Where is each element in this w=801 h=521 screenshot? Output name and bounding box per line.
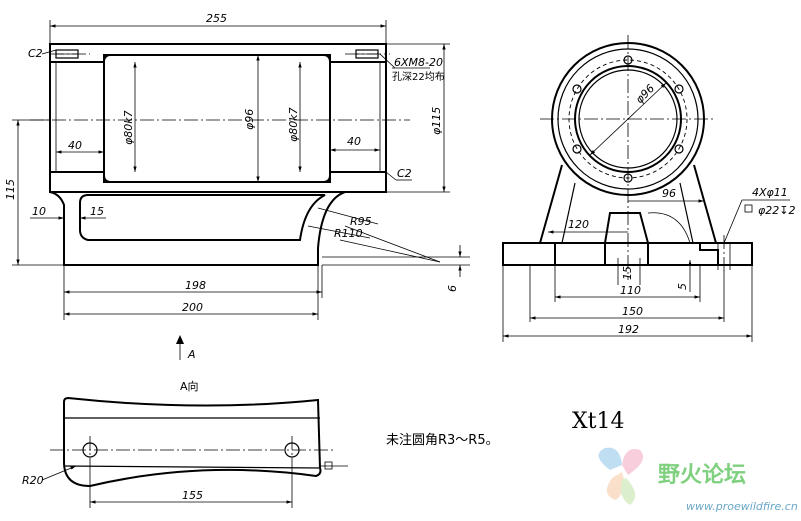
drawing-code: Xt14 <box>572 409 625 434</box>
dim-overall-length: 255 <box>206 12 227 25</box>
bore-center-dia: φ96 <box>243 109 256 130</box>
front-cylinder-outline <box>49 43 387 193</box>
chamfer-right-label: C2 <box>397 167 412 180</box>
side-dim-5: 5 <box>676 283 689 290</box>
base-198: 198 <box>185 279 206 292</box>
wall-15: 15 <box>90 205 104 218</box>
bore-right-dia: φ80k7 <box>287 107 300 142</box>
front-body-cavity <box>79 194 326 241</box>
side-dim-15: 15 <box>621 266 634 280</box>
seat-right-length: 40 <box>347 135 361 148</box>
side-hole-note-1: 4Xφ11 <box>752 186 788 199</box>
front-view: 255 C2 6XM8-20 孔深22均布 C2 φ80k7 φ96 φ80k7… <box>4 12 470 320</box>
front-body-section <box>49 171 387 266</box>
base-200: 200 <box>182 301 203 314</box>
bottom-radius: R20 <box>22 474 44 487</box>
base-thickness: 6 <box>446 285 459 292</box>
seat-left-length: 40 <box>68 139 82 152</box>
bottom-outline <box>63 396 322 488</box>
side-dim-110: 110 <box>620 284 641 297</box>
side-support-left <box>539 164 563 244</box>
chamfer-left-label: C2 <box>28 47 43 60</box>
view-arrow-a: A <box>176 335 196 361</box>
side-support-right <box>693 164 717 244</box>
side-dim-192: 192 <box>618 323 639 336</box>
watermark-url: www.proewildfire.cn <box>686 500 798 513</box>
side-dim-120: 120 <box>568 218 589 231</box>
bottom-hole-spacing: 155 <box>182 489 203 502</box>
thread-note-1: 6XM8-20 <box>394 56 443 69</box>
watermark-logo-icon <box>598 447 644 505</box>
side-dim-150: 150 <box>622 305 643 318</box>
side-base-plate <box>502 242 753 266</box>
side-dim-96: 96 <box>662 187 676 200</box>
center-height: 115 <box>4 179 17 200</box>
side-hole-note-2: φ22↧2 <box>758 204 795 217</box>
bore-left-dia: φ80k7 <box>122 110 135 145</box>
side-view: φ96 96 120 4Xφ11 φ22↧2 15 110 5 150 192 <box>502 35 795 342</box>
side-bore-dia: φ96 <box>633 82 657 106</box>
view-arrow-a-label: A <box>187 348 196 361</box>
front-top-wall <box>49 43 387 63</box>
outer-dia: φ115 <box>430 107 443 135</box>
bottom-view: A向 R20 155 <box>22 379 348 508</box>
thread-note-2: 孔深22均布 <box>392 71 445 83</box>
watermark-logo-text: 野火论坛 <box>658 462 746 488</box>
general-note: 未注圆角R3～R5。 <box>386 433 499 448</box>
watermark: 野火论坛 www.proewildfire.cn <box>598 447 798 513</box>
view-a-title: A向 <box>180 379 199 393</box>
wall-10: 10 <box>32 205 46 218</box>
